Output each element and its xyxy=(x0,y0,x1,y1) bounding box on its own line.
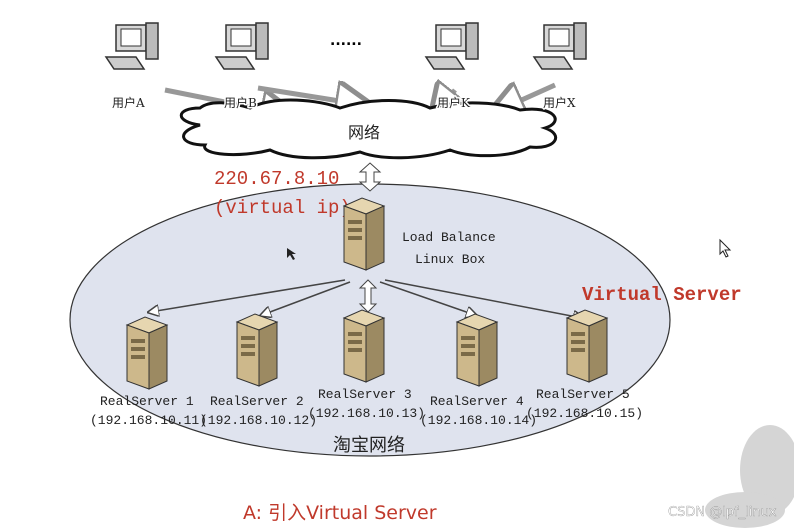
user-label: 用户B xyxy=(224,95,257,110)
real-server-icon xyxy=(236,313,278,387)
real-server-icon xyxy=(126,316,168,390)
user-label: 用户K xyxy=(437,95,471,110)
network-label: 网络 xyxy=(348,123,380,142)
real-server-ip: (192.168.10.15) xyxy=(526,406,643,421)
real-server-name: RealServer 1 xyxy=(100,394,194,409)
user-computer-icon xyxy=(533,22,587,70)
virtual-ip-address: 220.67.8.10 xyxy=(214,168,339,190)
cursor-icon xyxy=(287,248,296,260)
real-server-ip: (192.168.10.13) xyxy=(308,406,425,421)
real-server-ip: (192.168.10.14) xyxy=(420,413,537,428)
real-server-ip: (192.168.10.12) xyxy=(200,413,317,428)
real-server-name: RealServer 3 xyxy=(318,387,412,402)
cursor-icon xyxy=(719,238,732,258)
load-balancer-server-icon xyxy=(343,197,385,271)
real-server-name: RealServer 5 xyxy=(536,387,630,402)
user-label: 用户X xyxy=(543,95,576,110)
virtual-server-label: Virtual Server xyxy=(582,284,742,306)
real-server-icon xyxy=(343,309,385,383)
real-server-icon xyxy=(456,313,498,387)
watermark: CSDN @lpf_linux xyxy=(668,505,777,520)
load-balancer-line2: Linux Box xyxy=(415,252,485,267)
real-server-name: RealServer 2 xyxy=(210,394,304,409)
vip-double-arrow xyxy=(358,162,382,192)
user-label: 用户A xyxy=(112,95,145,110)
network-cloud xyxy=(179,98,558,160)
load-balancer-line1: Load Balance xyxy=(402,230,496,245)
user-computer-icon xyxy=(425,22,479,70)
decorative-ink-painting xyxy=(705,425,794,528)
users-ellipsis: ...... xyxy=(330,33,362,49)
slide-caption: A: 引入Virtual Server xyxy=(243,502,437,524)
real-server-ip: (192.168.10.11) xyxy=(90,413,207,428)
real-server-icon xyxy=(566,309,608,383)
cluster-label: 淘宝网络 xyxy=(333,435,405,456)
user-computer-icon xyxy=(215,22,269,70)
user-computer-icon xyxy=(105,22,159,70)
server-links xyxy=(150,279,582,318)
real-server-name: RealServer 4 xyxy=(430,394,524,409)
virtual-ip-note: (virtual ip) xyxy=(214,197,351,219)
